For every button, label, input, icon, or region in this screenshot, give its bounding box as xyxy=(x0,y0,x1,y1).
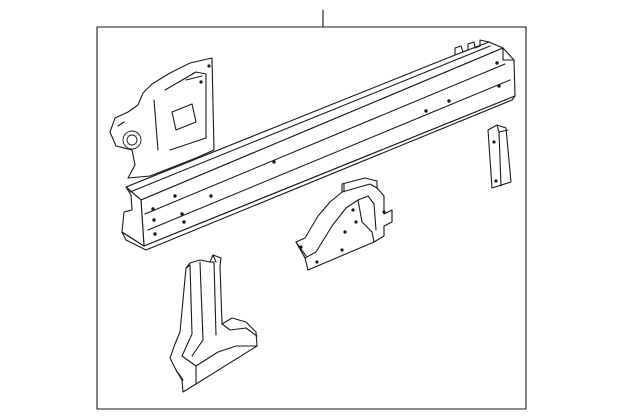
upper-pillar-bracket xyxy=(109,57,215,179)
rocker-rail-assembly xyxy=(109,39,516,251)
center-bracket xyxy=(295,177,393,271)
lower-pillar xyxy=(169,254,258,393)
rocker-rail xyxy=(121,39,516,251)
rear-plate xyxy=(487,124,512,189)
diagram-frame xyxy=(96,26,527,410)
